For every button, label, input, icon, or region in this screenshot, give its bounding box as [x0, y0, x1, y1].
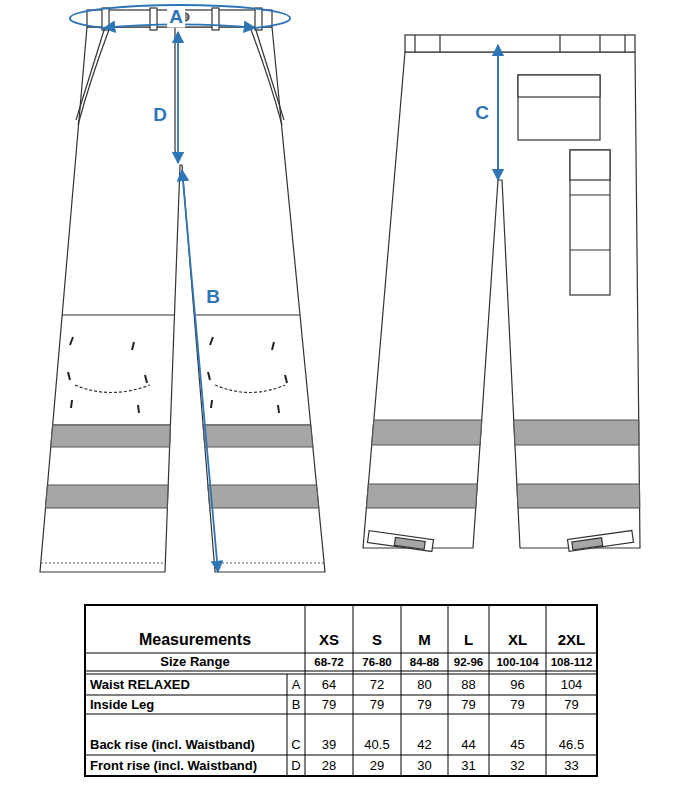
table-cell: 79 [461, 697, 475, 711]
table-cell: 32 [510, 758, 524, 772]
table-cell: 30 [417, 758, 431, 772]
front-trousers [40, 27, 325, 572]
back-rise-arrow [497, 45, 499, 180]
back-trousers [363, 52, 640, 548]
row-label: Back rise (incl. Waistband) [90, 738, 255, 752]
table-cell: 40.5 [364, 738, 389, 752]
table-cell: A [292, 678, 301, 692]
table-cell: 88 [461, 678, 475, 692]
front-rise-arrow [177, 32, 179, 163]
size-range: 108-112 [551, 656, 593, 669]
table-cell: C [291, 738, 300, 752]
table-cell: 31 [461, 758, 475, 772]
table-cell: 29 [370, 758, 384, 772]
size-header: XL [508, 632, 527, 649]
inside-leg-arrow [182, 170, 218, 572]
size-range: 100-104 [496, 656, 538, 669]
row-label: Inside Leg [90, 697, 154, 711]
row-label: Front rise (incl. Waistband) [90, 758, 257, 772]
table-cell: 79 [370, 697, 384, 711]
size-header: S [372, 632, 382, 649]
table-cell: 80 [417, 678, 431, 692]
size-range: 92-96 [454, 656, 483, 669]
table-cell: 44 [461, 738, 475, 752]
table-cell: 96 [510, 678, 524, 692]
size-header: XS [319, 632, 339, 649]
table-cell: D [291, 758, 300, 772]
table-cell: 33 [564, 758, 578, 772]
size-range: 76-80 [362, 656, 391, 669]
size-range: 68-72 [314, 656, 343, 669]
size-table [85, 605, 597, 776]
measure-letter: C [473, 103, 491, 124]
measure-letter: D [151, 105, 169, 126]
table-cell: 46.5 [559, 738, 584, 752]
waistband [405, 35, 635, 52]
table-cell: 64 [322, 678, 336, 692]
measure-letter: B [204, 287, 222, 308]
size-range: 84-88 [410, 656, 439, 669]
measure-letter: A [167, 7, 185, 28]
table-cell: 79 [322, 697, 336, 711]
table-cell: 42 [417, 738, 431, 752]
size-header: M [418, 632, 431, 649]
table-cell: 104 [561, 678, 583, 692]
table-cell: 39 [322, 738, 336, 752]
size-header: L [464, 632, 473, 649]
row-label: Waist RELAXED [90, 678, 190, 692]
table-cell: 28 [322, 758, 336, 772]
table-cell: 79 [510, 697, 524, 711]
table-cell: 45 [510, 738, 524, 752]
table-cell: 79 [564, 697, 578, 711]
table-heading: Measurements [139, 631, 251, 649]
table-cell: 72 [370, 678, 384, 692]
table-cell: 79 [417, 697, 431, 711]
table-cell: B [292, 697, 301, 711]
size-header: 2XL [558, 632, 586, 649]
row-label: Size Range [160, 655, 229, 669]
